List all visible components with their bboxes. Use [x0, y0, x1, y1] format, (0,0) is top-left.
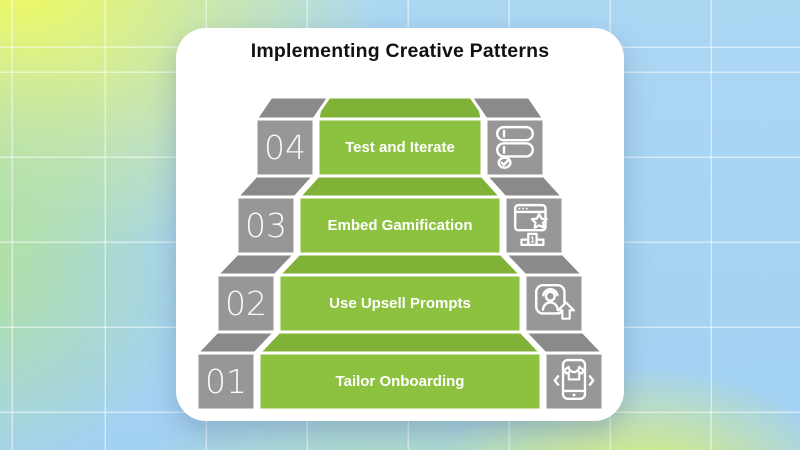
- step-01-number-cube: [195, 351, 257, 412]
- step-04-right-top-face: [469, 95, 546, 121]
- browser-star-podium-icon: 1: [511, 202, 557, 248]
- tshirt-icon: [562, 365, 586, 381]
- step-03-green-bar: [297, 195, 503, 256]
- phone-tshirt-swap-icon: [551, 358, 597, 404]
- step-01-green-top-face: [257, 330, 543, 355]
- step-03-green-top-face: [297, 174, 503, 199]
- step-03-number: 03: [245, 206, 287, 245]
- infographic-card: Implementing Creative Patterns 04 03 02 …: [176, 28, 624, 421]
- step-04-icon-cube: [484, 117, 546, 178]
- user-upgrade-arrow-icon: [531, 280, 577, 326]
- step-02-green-top-face: [277, 252, 523, 277]
- step-01-green-bar: [257, 351, 543, 412]
- page-title: Implementing Creative Patterns: [250, 40, 550, 62]
- step-02-number: 02: [225, 284, 267, 323]
- step-02-green-bar: [277, 273, 523, 334]
- up-arrow-icon: [557, 301, 575, 320]
- step-04-label: Test and Iterate: [345, 139, 455, 156]
- step-04-left-top-face: [254, 95, 331, 121]
- step-01-label: Tailor Onboarding: [335, 373, 465, 390]
- star-icon: [530, 212, 548, 229]
- step-03-label: Embed Gamification: [327, 217, 473, 234]
- left-chevron-icon: [553, 375, 560, 386]
- step-03-number-cube: [235, 195, 297, 256]
- step-01-number: 01: [205, 362, 247, 401]
- podium-rank-badge: 1: [530, 234, 535, 244]
- right-chevron-icon: [588, 375, 595, 386]
- checklist-toggles-icon: [492, 124, 538, 170]
- staircase-graphic: [195, 95, 605, 412]
- step-04-green-top-face: [316, 95, 484, 121]
- step-04-number: 04: [264, 128, 306, 167]
- step-02-label: Use Upsell Prompts: [329, 295, 471, 312]
- step-04-green-bar: [316, 117, 484, 178]
